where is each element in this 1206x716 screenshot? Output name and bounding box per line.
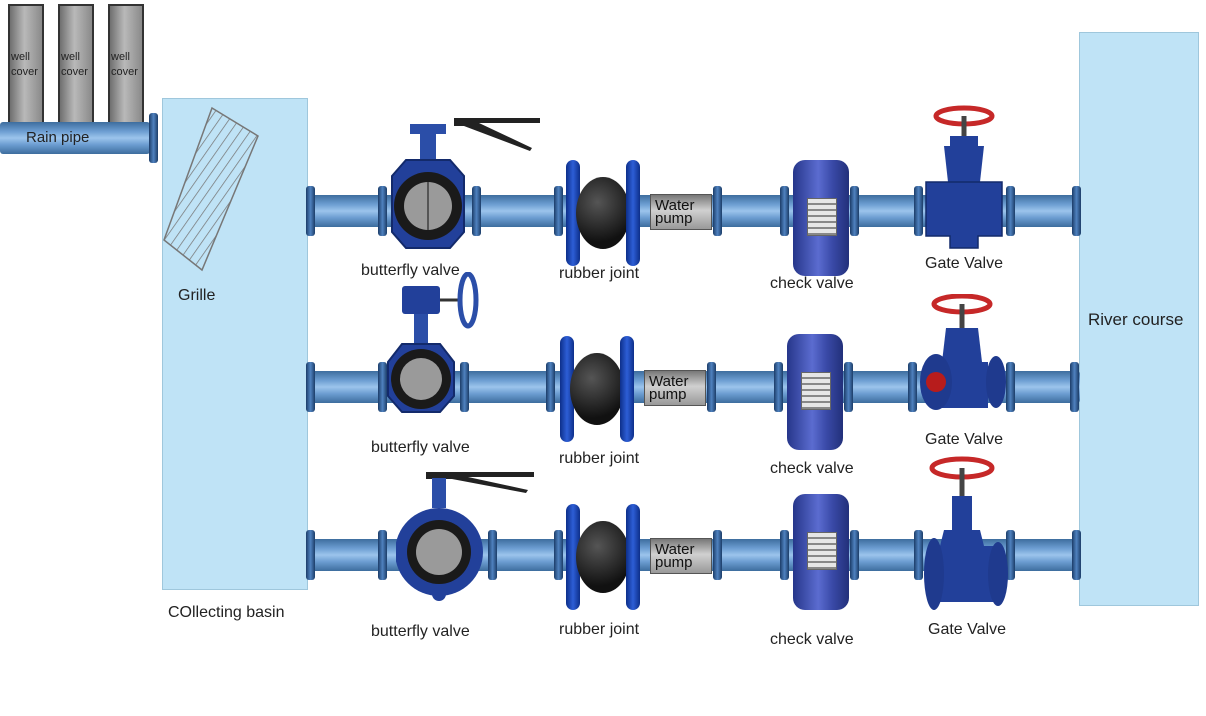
rubber-joint bbox=[560, 336, 638, 442]
pipe-flange bbox=[780, 186, 789, 236]
pipe-flange bbox=[1006, 186, 1015, 236]
pipe-flange bbox=[306, 186, 315, 236]
river-course bbox=[1079, 32, 1199, 606]
well-cover-3: well cover bbox=[108, 4, 144, 124]
pipe-flange bbox=[713, 186, 722, 236]
well-cover-label: cover bbox=[111, 66, 138, 78]
rubber-joint bbox=[566, 504, 644, 610]
gate-valve-label: Gate Valve bbox=[925, 255, 1003, 272]
well-cover-label: well bbox=[11, 51, 30, 63]
pipe-flange bbox=[713, 530, 722, 580]
pipe-flange bbox=[554, 186, 563, 236]
pipe-flange bbox=[914, 186, 923, 236]
water-pump-label: Water bbox=[649, 373, 689, 390]
water-pump: Water pump bbox=[650, 538, 712, 574]
check-valve-label: check valve bbox=[770, 460, 854, 477]
well-cover-2: well cover bbox=[58, 4, 94, 124]
water-pump-label: pump bbox=[649, 386, 687, 403]
pipe-flange bbox=[774, 362, 783, 412]
pipe-flange bbox=[306, 530, 315, 580]
pipe-flange bbox=[554, 530, 563, 580]
well-cover-label: cover bbox=[61, 66, 88, 78]
pipe-flange bbox=[378, 530, 387, 580]
pipe-flange bbox=[780, 530, 789, 580]
collecting-basin-label: COllecting basin bbox=[168, 604, 285, 621]
gate-valve bbox=[920, 294, 1006, 410]
water-pump-label: pump bbox=[655, 554, 693, 571]
well-cover-label: cover bbox=[11, 66, 38, 78]
pipe-flange bbox=[378, 186, 387, 236]
pipe-flange bbox=[850, 186, 859, 236]
butterfly-valve-label: butterfly valve bbox=[361, 262, 460, 279]
pipe-flange bbox=[546, 362, 555, 412]
butterfly-valve-label: butterfly valve bbox=[371, 623, 470, 640]
check-valve bbox=[793, 160, 849, 276]
grille bbox=[163, 106, 259, 272]
pipe-flange bbox=[908, 362, 917, 412]
check-valve bbox=[787, 334, 843, 450]
pipe-flange bbox=[378, 362, 387, 412]
pipe-flange bbox=[1006, 530, 1015, 580]
butterfly-valve-label: butterfly valve bbox=[371, 439, 470, 456]
river-course-label: River course bbox=[1088, 310, 1184, 329]
well-cover-1: well cover bbox=[8, 4, 44, 124]
rain-pipe bbox=[0, 122, 150, 154]
gate-valve-label: Gate Valve bbox=[928, 621, 1006, 638]
well-cover-label: well bbox=[61, 51, 80, 63]
check-valve bbox=[793, 494, 849, 610]
water-pump-label: Water bbox=[655, 197, 695, 214]
butterfly-valve-gearbox bbox=[387, 272, 479, 413]
gate-valve bbox=[924, 456, 1008, 610]
well-cover-label: well bbox=[111, 51, 130, 63]
check-valve-label: check valve bbox=[770, 275, 854, 292]
water-pump: Water pump bbox=[650, 194, 712, 230]
water-pump-label: pump bbox=[655, 210, 693, 227]
pipe-flange bbox=[850, 530, 859, 580]
butterfly-valve-lever bbox=[391, 118, 540, 249]
rubber-joint-label: rubber joint bbox=[559, 621, 640, 638]
butterfly-valve-lever bbox=[396, 472, 534, 601]
pipe-flange bbox=[1070, 362, 1079, 412]
rain-pipe-label: Rain pipe bbox=[26, 129, 90, 146]
pipe-flange bbox=[914, 530, 923, 580]
pipe-flange bbox=[306, 362, 315, 412]
water-pump: Water pump bbox=[644, 370, 706, 406]
rubber-joint-label: rubber joint bbox=[559, 265, 640, 282]
pipe-flange bbox=[1072, 186, 1081, 236]
gate-valve bbox=[925, 105, 1003, 249]
pipe-flange bbox=[1072, 530, 1081, 580]
check-valve-label: check valve bbox=[770, 631, 854, 648]
pipe-flange bbox=[472, 186, 481, 236]
pipe-flange bbox=[844, 362, 853, 412]
rubber-joint-label: rubber joint bbox=[559, 450, 640, 467]
grille-label: Grille bbox=[178, 287, 216, 304]
pipe-flange bbox=[1006, 362, 1015, 412]
pipe-flange bbox=[707, 362, 716, 412]
rain-pipe-flange bbox=[149, 113, 158, 163]
gate-valve-label: Gate Valve bbox=[925, 431, 1003, 448]
pipe-flange bbox=[488, 530, 497, 580]
rubber-joint bbox=[566, 160, 644, 266]
pipe-flange bbox=[460, 362, 469, 412]
water-pump-label: Water bbox=[655, 541, 695, 558]
